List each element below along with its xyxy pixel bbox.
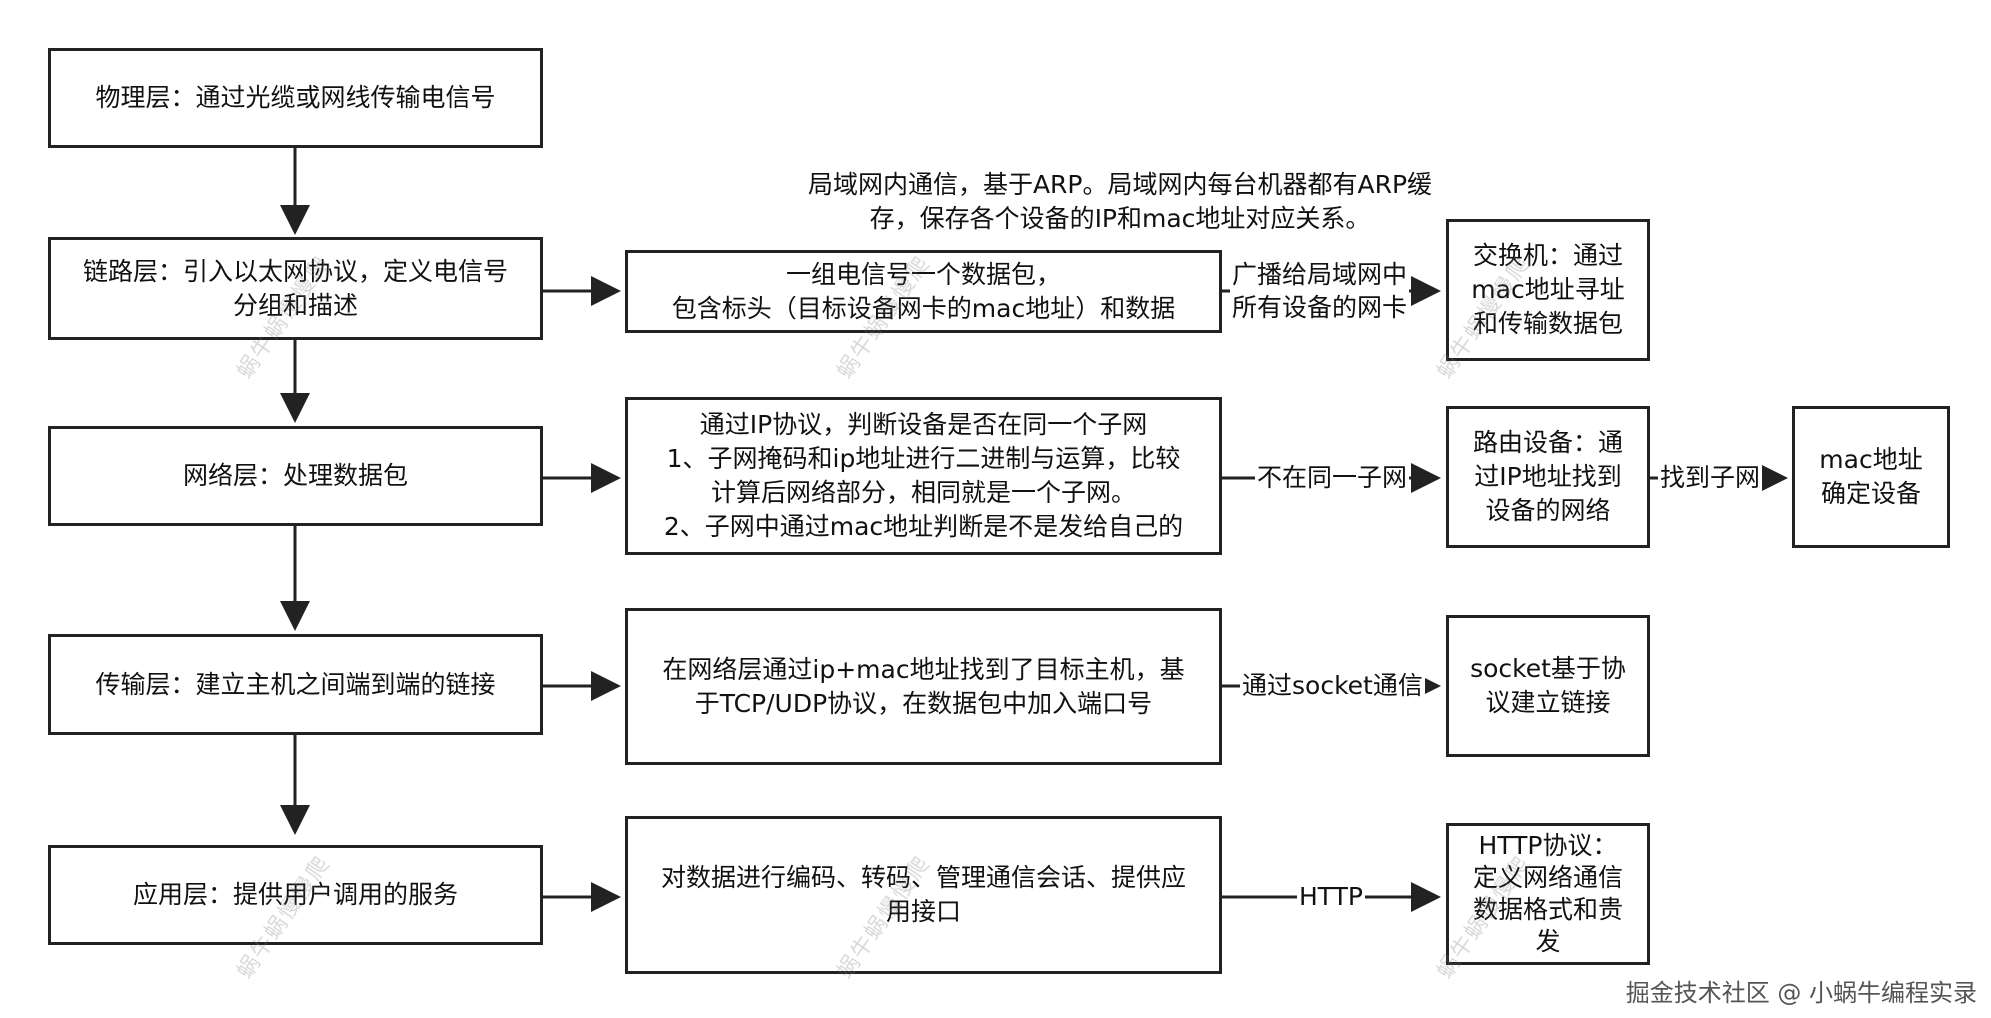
- physical-layer-text: 物理层：通过光缆或网线传输电信号: [95, 83, 496, 112]
- http-protocol-line2: 定义网络通信: [1472, 863, 1623, 892]
- link-layer-text-line1: 链路层：引入以太网协议，定义电信号: [82, 256, 508, 286]
- network-detail-line4: 2、子网中通过mac地址判断是不是发给自己的: [663, 512, 1184, 541]
- switch-line2: mac地址寻址: [1471, 275, 1625, 304]
- router-line1: 路由设备：通: [1472, 428, 1623, 457]
- physical-layer-box: 物理层：通过光缆或网线传输电信号: [48, 48, 543, 148]
- switch-line3: 和传输数据包: [1472, 309, 1623, 338]
- router-line3: 设备的网络: [1485, 496, 1611, 525]
- link-detail-line1: 一组电信号一个数据包，: [785, 259, 1061, 289]
- http-protocol-box: HTTP协议： 定义网络通信 数据格式和贵 发: [1446, 823, 1650, 965]
- transport-layer-box: 传输层：建立主机之间端到端的链接: [48, 634, 543, 735]
- link-layer-text-line2: 分组和描述: [232, 290, 358, 320]
- application-detail-line1: 对数据进行编码、转码、管理通信会话、提供应: [660, 863, 1186, 892]
- transport-layer-text: 传输层：建立主机之间端到端的链接: [95, 669, 496, 699]
- network-detail-line1: 通过IP协议，判断设备是否在同一个子网: [699, 410, 1148, 439]
- router-box: 路由设备：通 过IP地址找到 设备的网络: [1446, 406, 1650, 548]
- arp-note-line2: 存，保存各个设备的IP和mac地址对应关系。: [869, 204, 1371, 233]
- http-protocol-line4: 发: [1535, 927, 1561, 956]
- edge-label-broadcast: 广播给局域网中 所有设备的网卡: [1230, 258, 1410, 324]
- application-layer-box: 应用层：提供用户调用的服务: [48, 845, 543, 945]
- switch-box: 交换机：通过 mac地址寻址 和传输数据包: [1446, 219, 1650, 361]
- application-detail-line2: 用接口: [885, 897, 961, 926]
- socket-box: socket基于协 议建立链接: [1446, 615, 1650, 757]
- mac-device-line1: mac地址: [1819, 445, 1923, 474]
- application-detail-box: 对数据进行编码、转码、管理通信会话、提供应 用接口: [625, 816, 1222, 974]
- socket-line1: socket基于协: [1470, 654, 1626, 683]
- router-line2: 过IP地址找到: [1474, 462, 1622, 491]
- arp-note: 局域网内通信，基于ARP。局域网内每台机器都有ARP缓 存，保存各个设备的IP和…: [620, 168, 1620, 236]
- edge-label-broadcast-line1: 广播给局域网中: [1232, 260, 1408, 289]
- http-protocol-line1: HTTP协议：: [1478, 831, 1618, 860]
- mac-device-line2: 确定设备: [1820, 479, 1921, 508]
- network-detail-line3: 计算后网络部分，相同就是一个子网。: [710, 478, 1136, 507]
- network-layer-box: 网络层：处理数据包: [48, 426, 543, 526]
- network-layer-text: 网络层：处理数据包: [182, 461, 408, 490]
- http-protocol-line3: 数据格式和贵: [1472, 895, 1623, 924]
- link-detail-line2: 包含标头（目标设备网卡的mac地址）和数据: [671, 293, 1176, 323]
- arp-note-line1: 局域网内通信，基于ARP。局域网内每台机器都有ARP缓: [807, 170, 1433, 199]
- edge-label-broadcast-line2: 所有设备的网卡: [1232, 293, 1408, 322]
- application-layer-text: 应用层：提供用户调用的服务: [132, 880, 458, 909]
- socket-line2: 议建立链接: [1485, 688, 1611, 717]
- network-detail-line2: 1、子网掩码和ip地址进行二进制与运算，比较: [666, 444, 1181, 473]
- link-detail-box: 一组电信号一个数据包， 包含标头（目标设备网卡的mac地址）和数据: [625, 250, 1222, 333]
- footer-credit: 掘金技术社区 @ 小蜗牛编程实录: [1625, 979, 1977, 1007]
- switch-line1: 交换机：通过: [1472, 241, 1623, 270]
- transport-detail-line1: 在网络层通过ip+mac地址找到了目标主机，基: [662, 654, 1185, 684]
- link-layer-box: 链路层：引入以太网协议，定义电信号 分组和描述: [48, 237, 543, 340]
- transport-detail-box: 在网络层通过ip+mac地址找到了目标主机，基 于TCP/UDP协议，在数据包中…: [625, 608, 1222, 765]
- edge-label-found-subnet: 找到子网: [1658, 462, 1763, 494]
- edge-label-http: HTTP: [1297, 881, 1365, 913]
- network-detail-box: 通过IP协议，判断设备是否在同一个子网 1、子网掩码和ip地址进行二进制与运算，…: [625, 397, 1222, 555]
- edge-label-not-same-subnet: 不在同一子网: [1255, 462, 1410, 494]
- edge-label-via-socket: 通过socket通信: [1240, 670, 1425, 702]
- transport-detail-line2: 于TCP/UDP协议，在数据包中加入端口号: [694, 688, 1153, 718]
- mac-device-box: mac地址 确定设备: [1792, 406, 1950, 548]
